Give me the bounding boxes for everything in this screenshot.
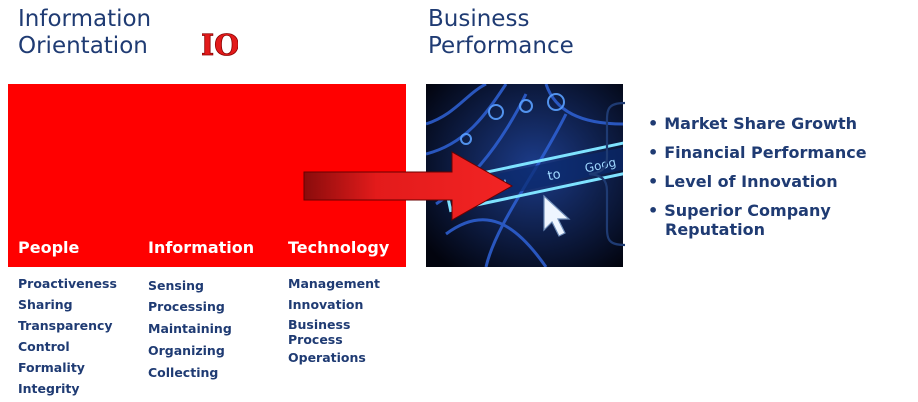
bullet: • bbox=[648, 201, 659, 220]
outcomes-list: • Market Share Growth • Financial Performa… bbox=[648, 114, 918, 249]
information-list: Sensing Processing Maintaining Organizin… bbox=[148, 278, 278, 386]
bullet: • bbox=[648, 172, 659, 191]
list-item: Processing bbox=[148, 299, 225, 314]
bullet: • bbox=[648, 114, 659, 133]
information-orientation-title: Information Orientation bbox=[18, 6, 188, 60]
outcome-item: • Financial Performance bbox=[648, 143, 918, 162]
outcome-text: Superior Company bbox=[664, 201, 831, 220]
outcome-text: Level of Innovation bbox=[664, 172, 838, 191]
list-item: Integrity bbox=[18, 381, 80, 396]
photo-text-goog: Goog bbox=[583, 155, 617, 175]
column-heading-information: Information bbox=[148, 238, 255, 257]
title-line-2: Performance bbox=[428, 33, 574, 59]
list-item: Operations bbox=[288, 350, 366, 365]
list-item: Transparency bbox=[18, 318, 113, 333]
column-heading-people: People bbox=[18, 238, 80, 257]
title-line-1: Information bbox=[18, 6, 152, 32]
list-item: Innovation bbox=[288, 297, 364, 312]
list-item: Management bbox=[288, 276, 381, 291]
list-item: Sensing bbox=[148, 278, 204, 293]
curly-brace-icon bbox=[588, 101, 626, 247]
outcome-item: • Market Share Growth bbox=[648, 114, 918, 133]
outcome-text: Financial Performance bbox=[664, 143, 867, 162]
title-line-1: Business bbox=[428, 6, 530, 32]
bullet: • bbox=[648, 143, 659, 162]
list-item: Maintaining bbox=[148, 321, 232, 336]
list-item: Collecting bbox=[148, 365, 219, 380]
title-line-2: Orientation bbox=[18, 33, 148, 59]
business-performance-title: Business Performance bbox=[428, 6, 628, 60]
cursor-icon bbox=[543, 194, 571, 237]
list-item: Business Process bbox=[288, 317, 351, 347]
list-item: Proactiveness bbox=[18, 276, 117, 291]
arrow-icon bbox=[303, 151, 514, 221]
people-list: Proactiveness Sharing Transparency Contr… bbox=[18, 276, 138, 402]
list-item: Organizing bbox=[148, 343, 225, 358]
column-heading-technology: Technology bbox=[288, 238, 390, 257]
list-item: Formality bbox=[18, 360, 85, 375]
photo-text-to: to bbox=[546, 167, 562, 184]
outcome-text: Market Share Growth bbox=[664, 114, 857, 133]
list-item: Sharing bbox=[18, 297, 73, 312]
list-item: Control bbox=[18, 339, 70, 354]
outcome-item: • Level of Innovation bbox=[648, 172, 918, 191]
outcome-text-continued: Reputation bbox=[665, 220, 765, 239]
technology-list: Management Innovation Business Process O… bbox=[288, 276, 398, 371]
io-logo: IO bbox=[202, 28, 238, 60]
logo-text: IO bbox=[202, 28, 238, 60]
